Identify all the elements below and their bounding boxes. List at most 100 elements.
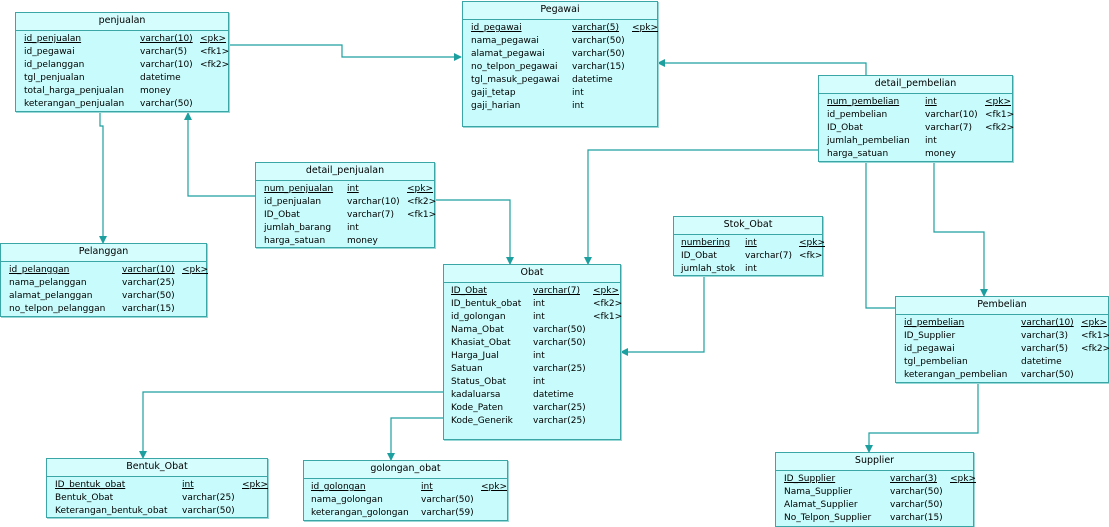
- attribute-key: <pk>: [242, 480, 269, 490]
- attribute-type: int: [925, 97, 937, 107]
- attribute-name: gaji_harian: [471, 101, 521, 111]
- attribute-row: Status_Obat int: [448, 376, 616, 389]
- attribute-row: Harga_Jual int: [448, 350, 616, 363]
- attribute-row: ID_Obat varchar(7) <fk2>: [823, 122, 1014, 135]
- link-pembelian-pegawai: [865, 161, 895, 309]
- entity-title: detail_pembelian: [819, 76, 1012, 94]
- attribute-name: nama_golongan: [311, 495, 383, 505]
- attribute-type: int: [572, 88, 584, 98]
- attribute-type: varchar(10): [140, 60, 193, 70]
- attribute-type: int: [533, 377, 545, 387]
- attribute-name: ID_Obat: [681, 251, 717, 261]
- attribute-type: varchar(50): [140, 99, 193, 109]
- attribute-type: varchar(10): [347, 197, 400, 207]
- attribute-name: Khasiat_Obat: [451, 338, 511, 348]
- attribute-type: int: [533, 351, 545, 361]
- attribute-name: ID_Obat: [451, 286, 487, 296]
- attribute-name: id_pegawai: [471, 23, 522, 33]
- attribute-type: money: [140, 86, 171, 96]
- attribute-name: harga_satuan: [264, 236, 326, 246]
- attribute-name: ID_Obat: [264, 210, 300, 220]
- attribute-name: Harga_Jual: [451, 351, 499, 361]
- attribute-type: money: [925, 149, 956, 159]
- link-pembelian-supplier: [865, 383, 979, 453]
- attribute-type: varchar(15): [122, 304, 175, 314]
- attribute-key: <pk>: [182, 265, 209, 275]
- attribute-key: <fk2>: [593, 299, 623, 309]
- attribute-type: varchar(5): [1021, 344, 1068, 354]
- attribute-type: int: [347, 223, 359, 233]
- attribute-name: Status_Obat: [451, 377, 507, 387]
- entity-title: penjualan: [16, 13, 228, 31]
- attribute-name: id_pelanggan: [24, 60, 85, 70]
- attribute-name: total_harga_penjualan: [24, 86, 124, 96]
- attribute-type: varchar(15): [572, 62, 625, 72]
- attribute-name: id_pembelian: [827, 110, 888, 120]
- attribute-type: datetime: [572, 75, 613, 85]
- attribute-name: Alamat_Supplier: [784, 500, 858, 510]
- attribute-type: varchar(50): [533, 325, 586, 335]
- attribute-name: tgl_masuk_pegawai: [471, 75, 560, 85]
- entity-title: Obat: [444, 265, 620, 283]
- attribute-name: keterangan_golongan: [311, 508, 409, 518]
- attribute-key: <pk>: [481, 482, 508, 492]
- attribute-type: varchar(25): [533, 403, 586, 413]
- attribute-type: varchar(25): [533, 416, 586, 426]
- link-penjualan-pegawai: [229, 44, 462, 61]
- link-obat-bentukobat: [139, 391, 443, 459]
- attribute-type: varchar(3): [1021, 331, 1068, 341]
- attribute-type: varchar(7): [925, 123, 972, 133]
- attribute-type: varchar(10): [925, 110, 978, 120]
- attribute-name: id_golongan: [451, 312, 506, 322]
- attribute-name: Satuan: [451, 364, 483, 374]
- attribute-name: id_pembelian: [904, 318, 965, 328]
- attribute-key: <fk1>: [407, 210, 437, 220]
- attribute-key: <fk2>: [985, 123, 1015, 133]
- entity-title: Stok_Obat: [674, 217, 822, 235]
- attribute-type: varchar(50): [572, 49, 625, 59]
- attribute-key: <fk1>: [985, 110, 1015, 120]
- attribute-name: Keterangan_bentuk_obat: [55, 506, 168, 516]
- link-obat-golonganobat: [387, 417, 443, 461]
- attribute-key: <pk>: [799, 238, 826, 248]
- attribute-type: varchar(25): [182, 493, 235, 503]
- attribute-type: int: [182, 480, 194, 490]
- attribute-name: no_telpon_pegawai: [471, 62, 558, 72]
- entity-title: Pembelian: [896, 297, 1108, 315]
- attribute-name: ID_Obat: [827, 123, 863, 133]
- attribute-key: <fk1>: [1081, 331, 1109, 341]
- attribute-name: No_Telpon_Supplier: [784, 513, 872, 523]
- attribute-type: varchar(7): [347, 210, 394, 220]
- attribute-key: <pk>: [200, 34, 227, 44]
- attribute-type: varchar(50): [1021, 370, 1074, 380]
- attribute-name: tgl_penjualan: [24, 73, 85, 83]
- attribute-name: jumlah_barang: [264, 223, 332, 233]
